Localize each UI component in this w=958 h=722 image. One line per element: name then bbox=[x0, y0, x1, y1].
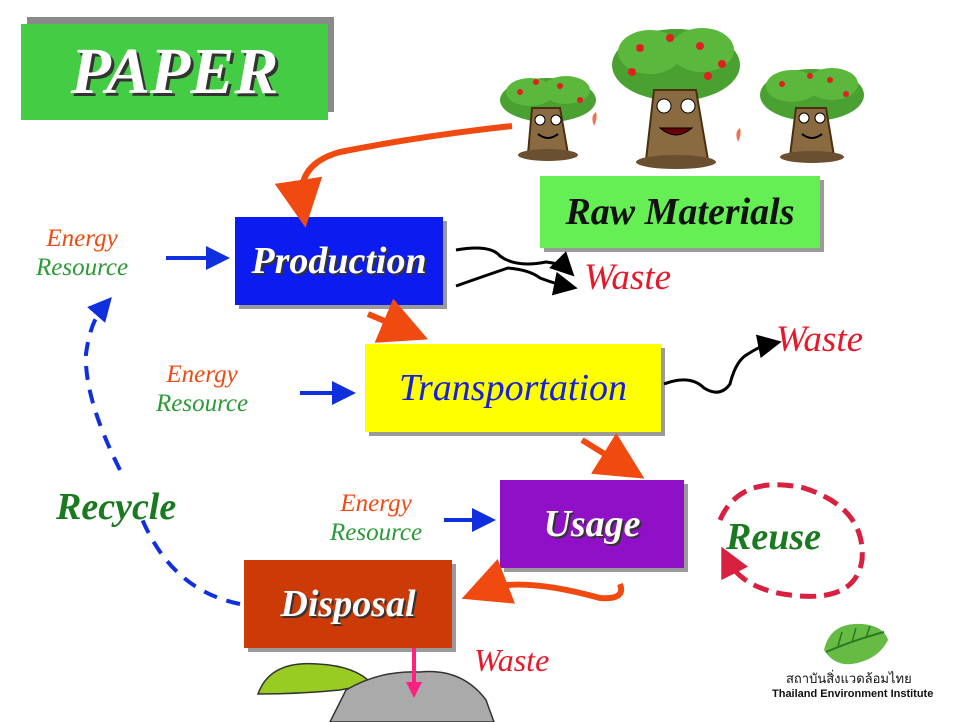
energy-resource-production: Energy Resource bbox=[36, 224, 128, 282]
recycle-label: Recycle bbox=[56, 486, 177, 528]
arrow-usage-to-disposal bbox=[461, 558, 624, 604]
raw-materials-label: Raw Materials bbox=[565, 191, 795, 233]
energy-label: Energy bbox=[166, 361, 238, 388]
energy-label: Energy bbox=[340, 490, 412, 517]
tree-middle-icon bbox=[612, 28, 740, 169]
resource-label: Resource bbox=[156, 390, 249, 417]
energy-resource-transportation: Energy Resource bbox=[156, 360, 248, 418]
usage-label: Usage bbox=[543, 503, 641, 545]
waste-production-label: Waste bbox=[584, 257, 672, 298]
arrow-raw-to-production bbox=[274, 123, 513, 228]
logo-english-name: Thailand Environment Institute bbox=[772, 688, 934, 700]
title-box: PAPER bbox=[21, 24, 328, 120]
tree-left-icon bbox=[500, 76, 596, 161]
disposal-label: Disposal bbox=[280, 583, 416, 625]
resource-label: Resource bbox=[330, 519, 423, 546]
reuse-label: Reuse bbox=[726, 516, 821, 558]
waste-disposal-label: Waste bbox=[474, 642, 550, 678]
transportation-box: Transportation bbox=[365, 344, 661, 432]
tei-logo-icon bbox=[824, 623, 888, 665]
energy-label: Energy bbox=[46, 225, 118, 252]
usage-box: Usage bbox=[500, 480, 684, 568]
waste-squiggle-transportation bbox=[663, 334, 782, 394]
page-title: PAPER bbox=[70, 35, 279, 108]
waste-transportation-label: Waste bbox=[776, 319, 864, 360]
transportation-label: Transportation bbox=[398, 367, 628, 409]
arrow-production-to-transportation bbox=[366, 298, 429, 343]
waste-squiggle-production-2 bbox=[455, 266, 578, 296]
raw-materials-box: Raw Materials bbox=[540, 176, 820, 248]
waste-squiggle-production-1 bbox=[455, 246, 575, 277]
resource-label: Resource bbox=[36, 254, 129, 281]
energy-resource-usage: Energy Resource bbox=[330, 489, 422, 547]
production-label: Production bbox=[251, 240, 427, 282]
recycle-path bbox=[83, 306, 241, 606]
landfill-hill-green bbox=[256, 662, 374, 695]
production-box: Production bbox=[235, 217, 443, 305]
tree-right-icon bbox=[760, 68, 864, 163]
disposal-box: Disposal bbox=[244, 560, 452, 648]
landfill-hill-gray bbox=[329, 670, 495, 722]
arrow-transportation-to-usage bbox=[580, 432, 645, 479]
logo-thai-name: สถาบันสิ่งแวดล้อมไทย bbox=[786, 672, 912, 687]
